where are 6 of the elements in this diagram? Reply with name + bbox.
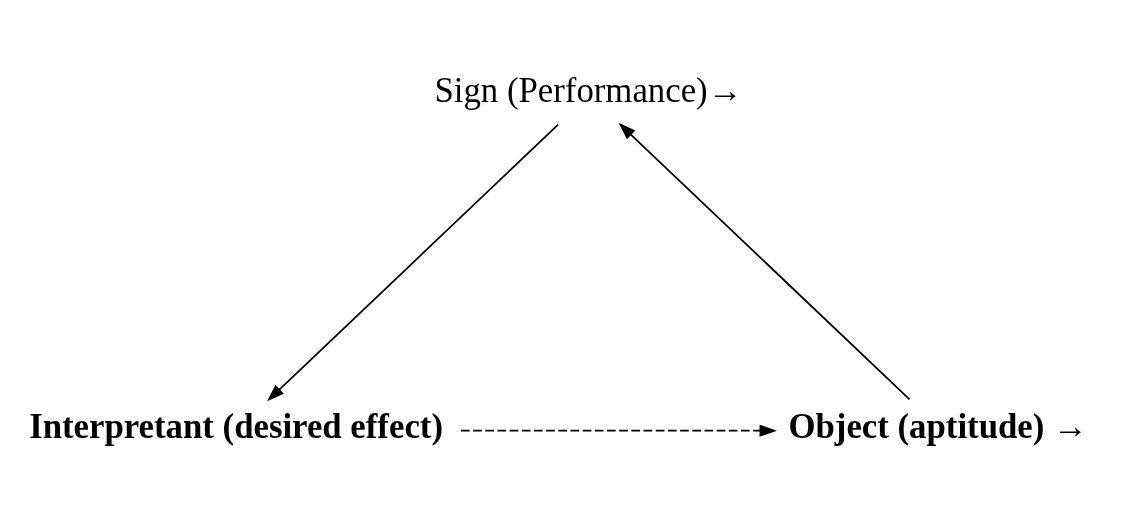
arrow — [618, 122, 911, 401]
node-text: Sign (Performance)→ — [434, 70, 743, 110]
arrow — [460, 424, 777, 437]
node-text: Object (aptitude) → — [788, 406, 1088, 446]
arrow — [267, 123, 559, 402]
node-text: Interpretant (desired effect) — [29, 406, 443, 446]
